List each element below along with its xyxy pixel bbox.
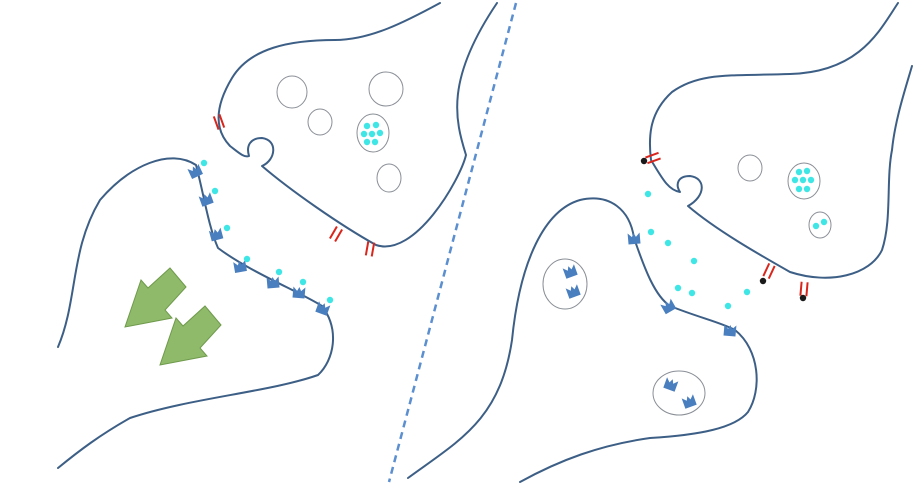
neurotransmitter-dot-icon [807,176,815,184]
receptor-icon [660,298,677,315]
receptor-icon [565,284,581,299]
neurotransmitter-dot-icon [795,185,803,193]
neurotransmitter-dot-icon [791,176,799,184]
empty-vesicle [276,75,308,109]
neurotransmitter-dot-icon [363,138,371,146]
right-presynaptic-membrane [648,2,913,279]
blocker-dot-icon [759,277,767,285]
neurotransmitter-dot-icon [647,228,655,236]
neurotransmitter-dot-icon [275,268,283,276]
filled-vesicle [787,162,821,200]
neurotransmitter-dot-icon [299,278,307,286]
reuptake-channel-icon [799,281,809,297]
empty-vesicle [307,108,333,136]
neurotransmitter-dot-icon [803,185,811,193]
filled-vesicle [808,211,832,239]
filled-vesicle [356,113,390,153]
neurotransmitter-dot-icon [799,176,807,184]
blocker-dot-icon [640,157,648,165]
neurotransmitter-dot-icon [724,302,732,310]
neurotransmitter-dot-icon [376,129,384,137]
neurotransmitter-dot-icon [820,218,828,226]
reuptake-channel-icon [329,225,343,243]
receptor-icon [562,264,578,279]
right-synapse-panel [407,2,913,483]
neurotransmitter-dot-icon [674,284,682,292]
neurotransmitter-dot-icon [368,130,376,138]
receptor-icon [681,394,697,409]
internalized-receptor-vesicle [652,370,706,416]
neurotransmitter-dot-icon [326,296,334,304]
receptor-icon [208,227,224,242]
receptor-icon [233,260,247,273]
neurotransmitter-dot-icon [363,122,371,130]
left-synapse-panel [57,2,498,469]
neurotransmitter-dot-icon [371,138,379,146]
neurotransmitter-dot-icon [644,190,652,198]
neurotransmitter-dot-icon [223,224,231,232]
neurotransmitter-dot-icon [803,167,811,175]
neurotransmitter-dot-icon [690,257,698,265]
neurotransmitter-dot-icon [360,130,368,138]
endocytosis-arrow-icon [124,267,187,328]
neurotransmitter-dot-icon [211,187,219,195]
receptor-icon [315,301,331,316]
receptor-icon [266,276,280,289]
empty-vesicle [737,154,763,182]
receptor-icon [198,192,214,207]
endocytosis-arrow-icon [159,305,222,366]
left-presynaptic-membrane [217,2,498,248]
neurotransmitter-dot-icon [664,239,672,247]
neurotransmitter-dot-icon [795,168,803,176]
neurotransmitter-dot-icon [243,255,251,263]
reuptake-channel-icon [645,151,661,165]
left-postsynaptic-membrane [57,157,334,469]
neurotransmitter-dot-icon [372,121,380,129]
receptor-icon [187,163,203,179]
neurotransmitter-dot-icon [812,222,820,230]
internalized-receptor-vesicle [542,258,588,310]
receptor-icon [292,286,306,299]
reuptake-channel-icon [762,262,776,280]
right-postsynaptic-membrane [407,197,758,483]
neurotransmitter-dot-icon [743,288,751,296]
reuptake-channel-icon [212,114,226,130]
receptor-icon [627,232,641,245]
panel-divider [387,2,518,483]
neurotransmitter-dot-icon [200,159,208,167]
receptor-icon [663,377,679,392]
neurotransmitter-dot-icon [688,289,696,297]
empty-vesicle [376,163,402,193]
reuptake-channel-icon [364,241,376,257]
empty-vesicle [368,71,404,107]
blocker-dot-icon [799,294,807,302]
receptor-icon [723,324,737,337]
